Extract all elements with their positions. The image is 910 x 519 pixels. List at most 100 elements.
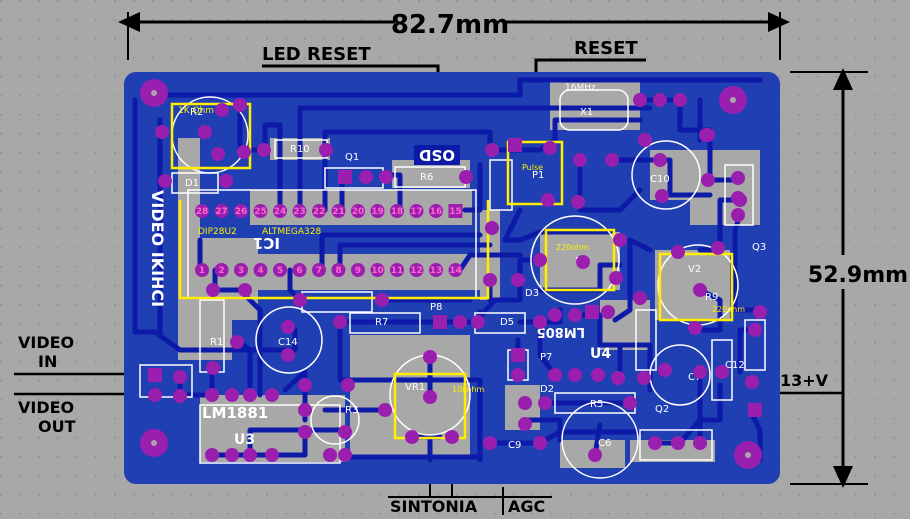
component-pad <box>671 436 685 450</box>
component-pad <box>233 98 247 112</box>
pad-number: 21 <box>332 207 345 217</box>
component-pad <box>338 170 352 184</box>
pad-number: 3 <box>238 266 244 276</box>
component-pad <box>483 436 497 450</box>
component-pad <box>173 370 187 384</box>
component-pad <box>281 348 295 362</box>
component-pad <box>601 305 615 319</box>
component-pad <box>338 425 352 439</box>
component-pad <box>158 174 172 188</box>
component-pad <box>225 448 239 462</box>
ref-designator: C7 <box>688 372 701 383</box>
component-pad <box>485 221 499 235</box>
component-pad <box>701 128 715 142</box>
board-title: VIDEO IKIHCI <box>148 190 167 307</box>
ref-designator: C12 <box>725 360 745 371</box>
ref-designator: R7 <box>375 317 388 328</box>
pad-number: 23 <box>293 207 306 217</box>
video-in-label-line1: VIDEO <box>18 333 74 352</box>
mcu-pin-27 <box>214 204 229 218</box>
u4-label: U4 <box>590 346 611 362</box>
pad-number: 5 <box>277 266 283 276</box>
component-pad <box>453 315 467 329</box>
ref-designator: C14 <box>278 337 298 348</box>
component-pad <box>379 170 393 184</box>
video-ic-label: LM1881 <box>202 404 268 422</box>
ref-designator: R3 <box>345 405 358 416</box>
component-pad <box>538 396 552 410</box>
component-pad <box>533 253 547 267</box>
pad-number: 18 <box>391 207 404 217</box>
crystal-label: 16MHz <box>565 83 596 93</box>
osd-block <box>414 145 460 165</box>
component-pad <box>653 153 667 167</box>
mcu-pin-21 <box>331 204 346 218</box>
pad-number: 26 <box>235 207 248 217</box>
component-pad <box>206 361 220 375</box>
component-pad <box>341 378 355 392</box>
mcu-pin-24 <box>273 204 287 218</box>
component-pad <box>323 448 337 462</box>
pad-number: 1 <box>199 266 205 276</box>
mcu-pin-1 <box>195 263 209 277</box>
component-pads: 2812722632542452362272182091910181117121… <box>148 93 767 462</box>
mcu-package-label: DIP28U2 <box>198 227 237 237</box>
ref-designator: D3 <box>525 288 539 299</box>
component-value: Pulse <box>522 163 543 172</box>
component-pad <box>753 305 767 319</box>
component-pad <box>633 93 647 107</box>
component-value: 220ohm <box>556 243 589 252</box>
agc-label: AGC <box>508 497 545 516</box>
video-in-label-line2: IN <box>38 352 57 371</box>
mcu-pin-2 <box>214 263 229 277</box>
component-pad <box>573 153 587 167</box>
component-pad <box>518 396 532 410</box>
pad-number: 14 <box>449 266 462 276</box>
pad-number: 15 <box>449 207 462 217</box>
component-pad <box>265 448 279 462</box>
regulator-label: LM805 <box>537 324 585 339</box>
component-pad <box>533 315 547 329</box>
video-out-label-line1: VIDEO <box>18 398 74 417</box>
component-pad <box>485 143 499 157</box>
component-pad <box>658 363 672 377</box>
component-pad <box>405 430 419 444</box>
ref-designator: R1 <box>210 337 223 348</box>
component-pad <box>605 153 619 167</box>
component-pad <box>623 396 637 410</box>
mcu-pin-22 <box>312 204 326 218</box>
component-pad <box>243 388 257 402</box>
component-pad <box>148 388 162 402</box>
component-pad <box>471 315 485 329</box>
component-pad <box>508 138 522 152</box>
mcu-pin-19 <box>370 204 385 218</box>
component-pad <box>611 371 625 385</box>
component-pad <box>671 245 685 259</box>
component-pad <box>298 403 312 417</box>
mcu-pin-25 <box>253 204 268 218</box>
ref-designator: Q1 <box>345 152 359 163</box>
component-pad <box>378 403 392 417</box>
component-pad <box>653 93 667 107</box>
component-pad <box>319 143 333 157</box>
mcu-pin-7 <box>312 263 326 277</box>
ref-designator: C6 <box>598 438 611 449</box>
video-out-label-line2: OUT <box>38 417 76 436</box>
led-reset-label: LED RESET <box>262 44 371 65</box>
component-pad <box>445 430 459 444</box>
component-pad <box>701 173 715 187</box>
pad-number: 27 <box>215 207 228 217</box>
component-pad <box>633 291 647 305</box>
mcu-pin-11 <box>390 263 404 277</box>
component-pad <box>655 189 669 203</box>
pad-number: 20 <box>352 207 365 217</box>
pad-number: 2 <box>218 266 224 276</box>
ref-designator: Q2 <box>655 404 669 415</box>
ref-designator: R2 <box>190 107 203 118</box>
component-pad <box>155 125 169 139</box>
component-pad <box>591 368 605 382</box>
component-pad <box>693 365 707 379</box>
mcu-pin-8 <box>331 263 346 277</box>
component-pad <box>585 305 599 319</box>
